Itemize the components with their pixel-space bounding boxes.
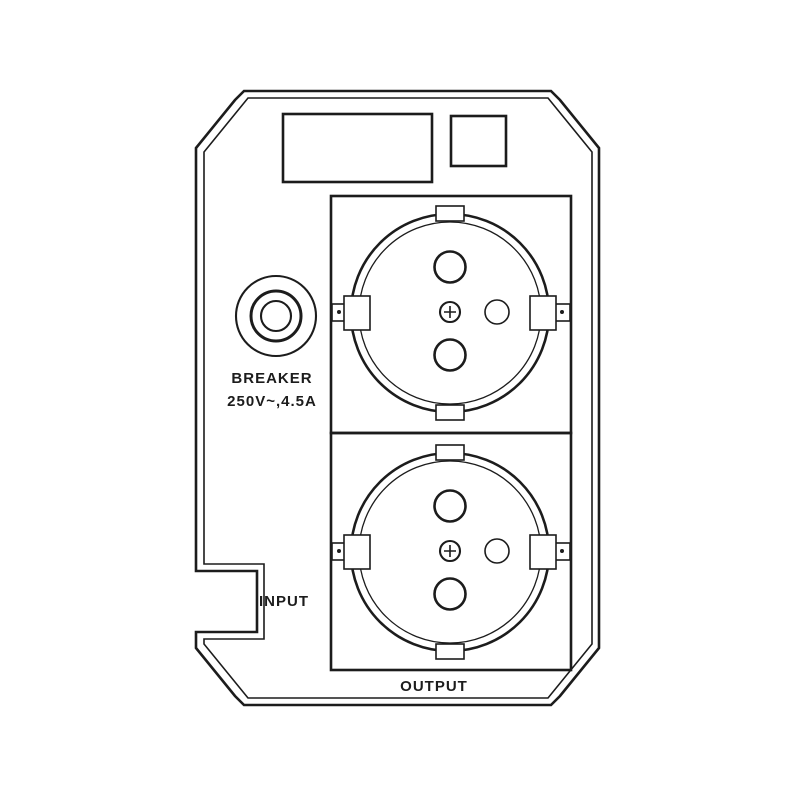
top-panel-cutout-large	[281, 112, 434, 184]
mounting-screw-dot	[560, 549, 564, 553]
panel-outline-outer	[194, 89, 601, 707]
breaker-rating-label: 250V~,4.5A	[227, 393, 317, 410]
mounting-screw-dot	[337, 310, 341, 314]
top-panel-cutout-small	[449, 114, 508, 168]
input-label: INPUT	[259, 593, 309, 610]
outlet-socket-top	[342, 204, 558, 422]
outlet-frame-bottom	[329, 431, 573, 672]
mounting-screw-dot	[337, 549, 341, 553]
breaker-collar	[249, 289, 303, 343]
breaker-button-cap	[259, 299, 293, 333]
breaker-label: BREAKER	[231, 370, 312, 387]
breaker-button	[234, 274, 318, 358]
breaker-outer-ring	[234, 274, 318, 358]
outlet-socket-bottom	[342, 443, 558, 661]
output-label: OUTPUT	[400, 678, 468, 695]
panel-outline-inner	[203, 97, 593, 699]
mounting-screw-dot	[560, 310, 564, 314]
